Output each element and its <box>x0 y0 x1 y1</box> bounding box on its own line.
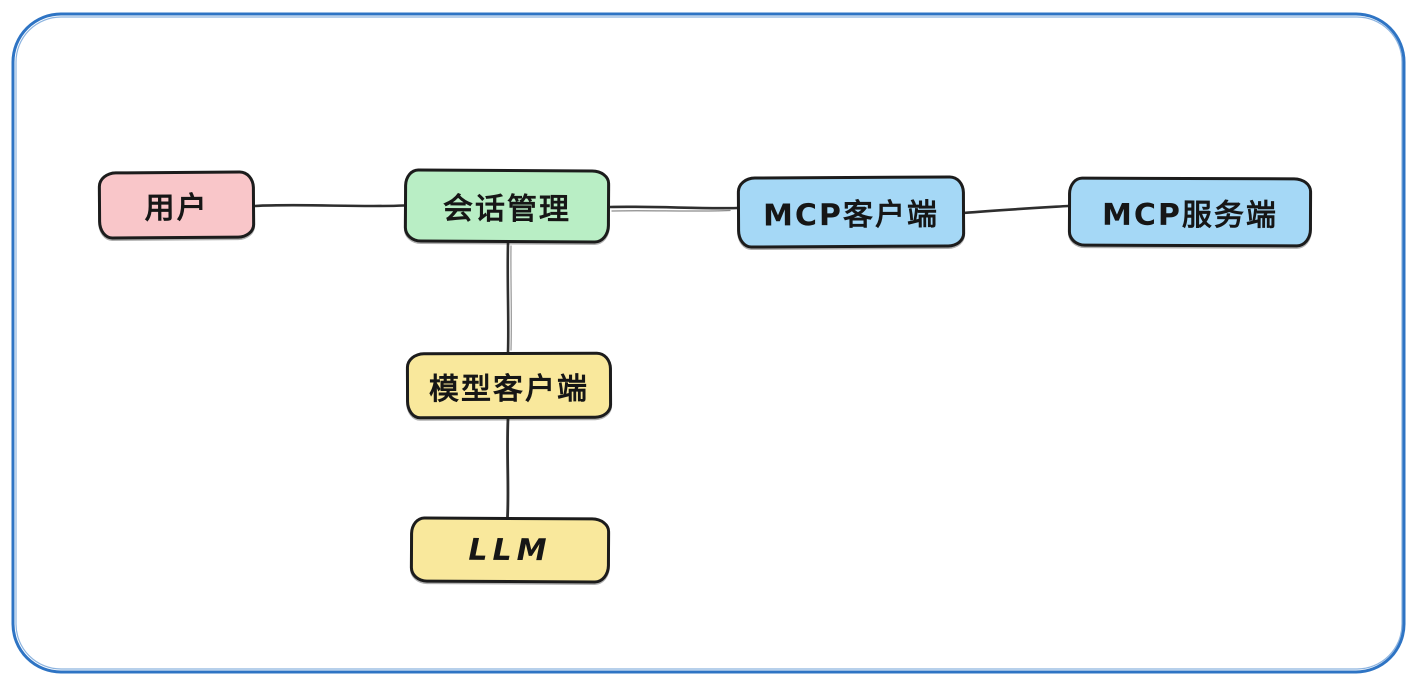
node-model-client: 模型客户端 <box>405 351 613 420</box>
node-llm-label: LLM <box>468 532 552 568</box>
node-mcp-client: MCP客户端 <box>736 175 966 249</box>
edge-session-mcp-client <box>608 205 739 212</box>
node-llm: LLM <box>409 516 611 584</box>
node-model-client-label: 模型客户端 <box>428 371 590 407</box>
node-session-manager-label: 会话管理 <box>442 191 572 228</box>
edge-mcp-client-mcp-server <box>961 204 1070 215</box>
node-user-label: 用户 <box>144 190 209 227</box>
node-mcp-server-label: MCP服务端 <box>1101 197 1278 234</box>
node-mcp-client-label: MCP客户端 <box>762 197 940 234</box>
edge-user-session <box>253 203 406 208</box>
node-session-manager: 会话管理 <box>403 168 611 244</box>
node-user: 用户 <box>97 170 256 240</box>
edge-session-model-client <box>506 241 512 354</box>
outer-frame-border <box>11 12 1406 674</box>
edge-model-client-llm <box>506 417 510 519</box>
node-mcp-server: MCP服务端 <box>1067 176 1313 248</box>
